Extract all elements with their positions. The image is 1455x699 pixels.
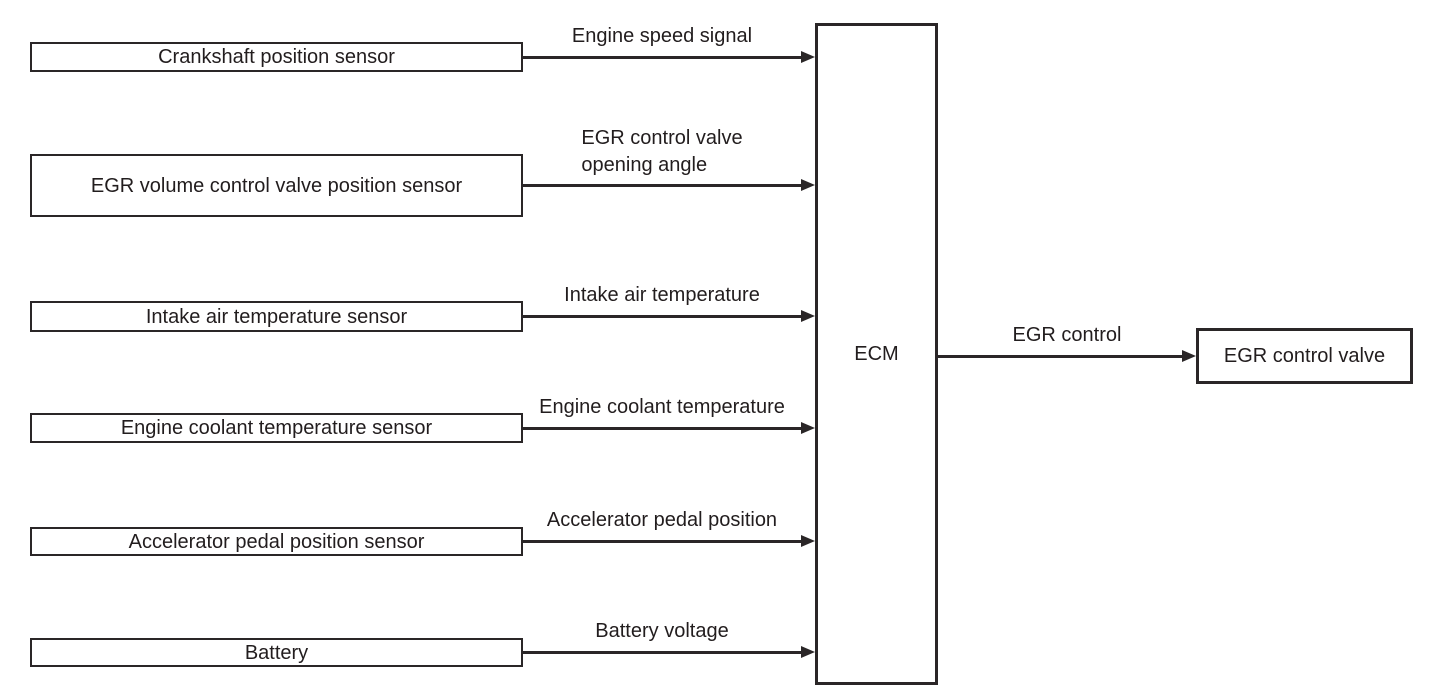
battery-label: Battery (244, 641, 309, 664)
ecm-label: ECM (854, 343, 899, 365)
accelerator-pedal-position-label: Accelerator pedal position (546, 509, 778, 531)
egr-control-label: EGR control (1012, 324, 1122, 346)
egr-control-arrow-line (938, 354, 1184, 358)
engine-speed-signal-arrow-line (523, 55, 803, 59)
egr-volume-control-valve-position-sensor-box: EGR volume control valve position sensor (30, 154, 523, 217)
engine-coolant-temperature-label: Engine coolant temperature (539, 396, 785, 418)
accelerator-pedal-position-arrow-line (523, 540, 803, 543)
intake-air-temperature-sensor-label: Intake air temperature sensor (145, 305, 408, 328)
accelerator-pedal-position-sensor-label: Accelerator pedal position sensor (128, 530, 425, 553)
crankshaft-position-sensor-label: Crankshaft position sensor (158, 46, 395, 68)
intake-air-temperature-label: Intake air temperature (564, 284, 760, 306)
arrowhead-icon (801, 50, 815, 63)
ecm-box: ECM (815, 23, 938, 685)
battery-voltage-label: Battery voltage (595, 620, 729, 642)
arrowhead-icon (801, 535, 815, 547)
accelerator-pedal-position-sensor-box: Accelerator pedal position sensor (30, 527, 523, 556)
engine-coolant-temperature-sensor-box: Engine coolant temperature sensor (30, 413, 523, 443)
engine-speed-signal-label: Engine speed signal (571, 25, 753, 47)
egr-valve-opening-angle-label: EGR control valve opening angle (581, 127, 743, 176)
arrowhead-icon (1182, 349, 1196, 362)
crankshaft-position-sensor-box: Crankshaft position sensor (30, 42, 523, 72)
intake-air-temperature-arrow-line (523, 315, 803, 318)
battery-voltage-arrow-line (523, 651, 803, 654)
arrowhead-icon (801, 179, 815, 191)
intake-air-temperature-sensor-box: Intake air temperature sensor (30, 301, 523, 332)
arrowhead-icon (801, 310, 815, 322)
egr-volume-control-valve-position-sensor-label: EGR volume control valve position sensor (90, 174, 463, 197)
engine-coolant-temperature-arrow-line (523, 426, 803, 430)
battery-box: Battery (30, 638, 523, 667)
arrowhead-icon (801, 646, 815, 658)
arrowhead-icon (801, 421, 815, 434)
egr-control-valve-label: EGR control valve (1223, 345, 1386, 367)
egr-control-valve-box: EGR control valve (1196, 328, 1413, 384)
egr-valve-opening-angle-arrow-line (523, 184, 803, 187)
engine-coolant-temperature-sensor-label: Engine coolant temperature sensor (120, 417, 433, 439)
